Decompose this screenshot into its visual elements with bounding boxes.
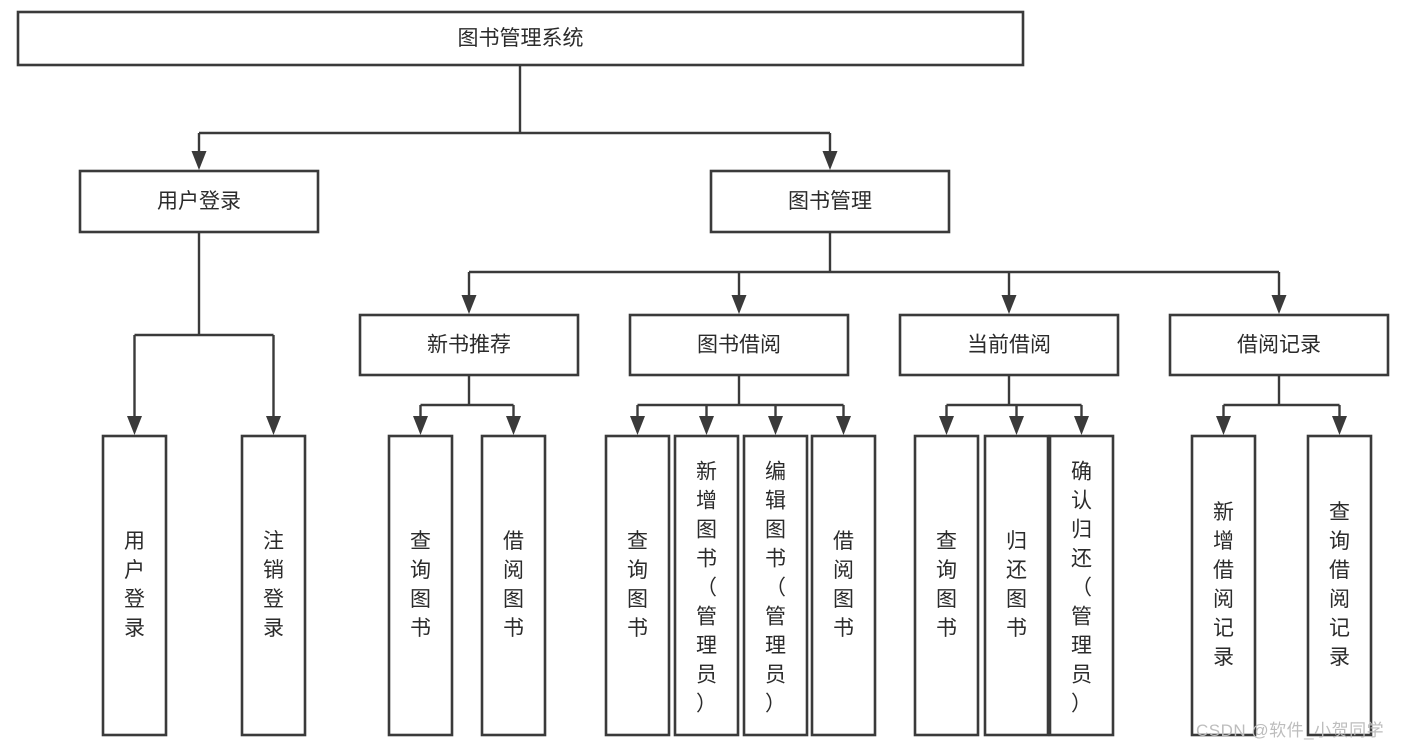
arrow-head-icon: [630, 416, 645, 435]
node-box[interactable]: [983, 434, 1050, 737]
node-label: 编辑图书（管理员）: [765, 460, 786, 715]
arrow-head-icon: [127, 416, 142, 435]
node-label: 查询借阅记录: [1329, 501, 1350, 669]
connector-group: [630, 375, 851, 435]
node-box[interactable]: [1190, 434, 1257, 737]
arrow-head-icon: [1332, 416, 1347, 435]
arrow-head-icon: [939, 416, 954, 435]
node-box[interactable]: [1306, 434, 1373, 737]
node-label: 当前借阅: [967, 334, 1051, 357]
arrow-head-icon: [1001, 295, 1017, 314]
node-leaf-add-book[interactable]: 新增图书（管理员）: [673, 434, 740, 737]
node-box[interactable]: [898, 313, 1120, 377]
node-new-book-rec[interactable]: 新书推荐: [358, 313, 580, 377]
node-box[interactable]: [742, 434, 809, 737]
arrow-head-icon: [413, 416, 428, 435]
node-box[interactable]: [358, 313, 580, 377]
arrow-head-icon: [1271, 295, 1287, 314]
connector-group: [939, 375, 1089, 435]
node-leaf-confirm-return[interactable]: 确认归还（管理员）: [1048, 434, 1115, 737]
node-borrow-record[interactable]: 借阅记录: [1168, 313, 1390, 377]
node-label: 确认归还（管理员）: [1071, 460, 1092, 715]
node-label: 借阅记录: [1237, 334, 1321, 357]
node-box[interactable]: [709, 169, 951, 234]
node-box[interactable]: [387, 434, 454, 737]
node-label: 借阅图书: [833, 530, 854, 640]
node-leaf-user-login[interactable]: 用户登录: [101, 434, 168, 737]
node-label: 图书借阅: [697, 334, 781, 357]
node-label: 图书管理系统: [458, 27, 584, 50]
connector-group: [127, 232, 281, 435]
connector-group: [413, 375, 521, 435]
connector-layer: [127, 65, 1347, 435]
node-box[interactable]: [1048, 434, 1115, 737]
node-label: 注销登录: [263, 530, 284, 640]
arrow-head-icon: [731, 295, 747, 314]
node-box[interactable]: [480, 434, 547, 737]
node-label: 查询图书: [936, 530, 957, 640]
node-leaf-borrow-book-2[interactable]: 借阅图书: [810, 434, 877, 737]
arrow-head-icon: [266, 416, 281, 435]
node-label: 借阅图书: [503, 530, 524, 640]
node-leaf-edit-book[interactable]: 编辑图书（管理员）: [742, 434, 809, 737]
node-leaf-add-record[interactable]: 新增借阅记录: [1190, 434, 1257, 737]
node-box[interactable]: [673, 434, 740, 737]
node-book-manage[interactable]: 图书管理: [709, 169, 951, 234]
node-label: 新增借阅记录: [1213, 501, 1234, 669]
node-label: 归还图书: [1006, 530, 1027, 640]
arrow-head-icon: [1074, 416, 1089, 435]
node-label: 新增图书（管理员）: [696, 460, 717, 715]
node-leaf-query-book-3[interactable]: 查询图书: [913, 434, 980, 737]
node-leaf-borrow-book-1[interactable]: 借阅图书: [480, 434, 547, 737]
arrow-head-icon: [768, 416, 783, 435]
arrow-head-icon: [506, 416, 521, 435]
connector-group: [461, 232, 1287, 314]
node-box[interactable]: [913, 434, 980, 737]
node-box[interactable]: [78, 169, 320, 234]
node-box[interactable]: [101, 434, 168, 737]
arrow-head-icon: [461, 295, 477, 314]
node-box[interactable]: [604, 434, 671, 737]
arrow-head-icon: [191, 151, 207, 170]
node-layer: 图书管理系统用户登录图书管理新书推荐图书借阅当前借阅借阅记录用户登录注销登录查询…: [16, 10, 1390, 737]
node-user-login[interactable]: 用户登录: [78, 169, 320, 234]
node-leaf-return-book[interactable]: 归还图书: [983, 434, 1050, 737]
node-root[interactable]: 图书管理系统: [16, 10, 1025, 67]
node-label: 新书推荐: [427, 334, 511, 357]
node-label: 用户登录: [124, 530, 145, 640]
arrow-head-icon: [822, 151, 838, 170]
node-box[interactable]: [16, 10, 1025, 67]
node-leaf-query-book-2[interactable]: 查询图书: [604, 434, 671, 737]
node-label: 图书管理: [788, 190, 872, 213]
node-box[interactable]: [1168, 313, 1390, 377]
node-box[interactable]: [240, 434, 307, 737]
connector-group: [1216, 375, 1347, 435]
node-leaf-logout[interactable]: 注销登录: [240, 434, 307, 737]
arrow-head-icon: [699, 416, 714, 435]
node-box[interactable]: [628, 313, 850, 377]
node-leaf-query-book-1[interactable]: 查询图书: [387, 434, 454, 737]
connector-group: [191, 65, 838, 170]
arrow-head-icon: [1009, 416, 1024, 435]
node-leaf-query-record[interactable]: 查询借阅记录: [1306, 434, 1373, 737]
node-book-borrow[interactable]: 图书借阅: [628, 313, 850, 377]
node-label: 查询图书: [627, 530, 648, 640]
node-label: 查询图书: [410, 530, 431, 640]
node-box[interactable]: [810, 434, 877, 737]
arrow-head-icon: [1216, 416, 1231, 435]
arrow-head-icon: [836, 416, 851, 435]
node-label: 用户登录: [157, 190, 241, 213]
node-current-borrow[interactable]: 当前借阅: [898, 313, 1120, 377]
